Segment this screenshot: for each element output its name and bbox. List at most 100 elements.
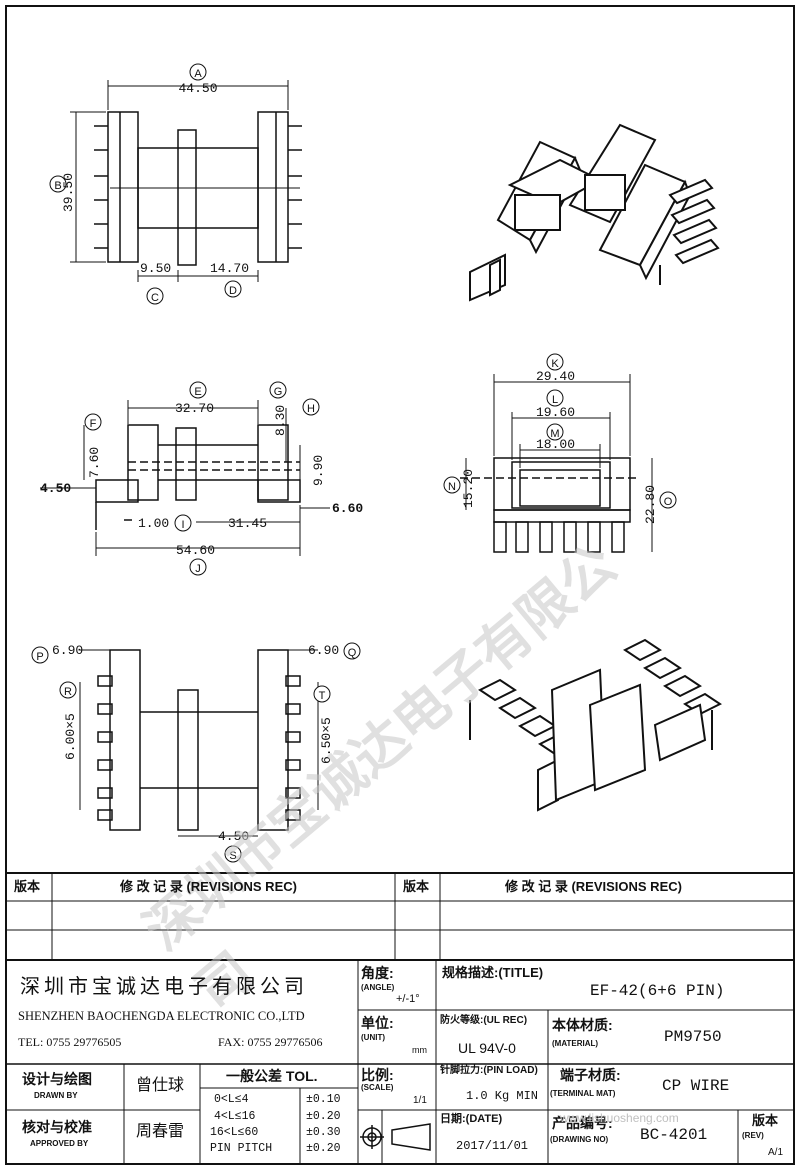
label-p — [31, 646, 49, 664]
spec-value: EF-42(6+6 PIN) — [590, 982, 725, 1000]
dim-label-n: N — [448, 481, 456, 493]
revisions-title-right: 修 改 记 录 (REVISIONS REC) — [505, 879, 682, 894]
approved-by-value: 周春雷 — [136, 1123, 185, 1140]
dim-a-value: 44.50 — [178, 81, 217, 96]
label-a — [189, 63, 207, 81]
bottom-view — [79, 649, 319, 837]
material-value: PM9750 — [664, 1028, 722, 1046]
company-fax: FAX: 0755 29776506 — [218, 1035, 323, 1049]
dim-k-value: 29.40 — [536, 369, 575, 384]
company-name-en: SHENZHEN BAOCHENGDA ELECTRONIC CO.,LTD — [18, 1009, 305, 1023]
dim-e-value: 32.70 — [175, 401, 214, 416]
dim-n-value: 15.20 — [461, 469, 476, 508]
label-m — [546, 423, 564, 441]
dim-label-t: T — [319, 690, 326, 702]
approved-label-cn: 核对与校准 — [22, 1119, 92, 1135]
rev-label-en: (REV) — [742, 1131, 764, 1140]
angle-label-cn: 角度: — [361, 965, 394, 981]
dim-label-o: O — [664, 496, 673, 508]
dim-label-i: I — [181, 519, 184, 531]
projection-symbol — [360, 1123, 431, 1151]
material-label-cn: 本体材质: — [552, 1017, 613, 1033]
drawing-no-value: BC-4201 — [640, 1126, 708, 1144]
dim-label-h: H — [307, 403, 315, 415]
dim-label-p: P — [36, 651, 43, 663]
pin-load-label: 针脚拉力:(PIN LOAD) — [440, 1065, 538, 1076]
pin-load-value: 1.0 Kg MIN — [466, 1089, 539, 1103]
spec-label: 规格描述:(TITLE) — [442, 965, 544, 980]
tolerance-value-3: ±0.20 — [306, 1142, 341, 1155]
dim-label-b: B — [54, 180, 61, 192]
dim-label-l: L — [552, 394, 558, 406]
unit-label-en: (UNIT) — [361, 1033, 385, 1042]
tolerance-title: 一般公差 TOL. — [226, 1068, 318, 1084]
label-c — [146, 287, 164, 305]
dim-label-q: Q — [348, 647, 357, 659]
dim-q-value: 6.90 — [308, 643, 339, 658]
dim-label-c: C — [151, 292, 159, 304]
revisions-version-label-left: 版本 — [14, 879, 41, 894]
label-j — [189, 558, 207, 576]
dim-i-value: 1.00 — [138, 516, 169, 531]
rev-value: A/1 — [768, 1147, 784, 1158]
dim-450-value: 4.50 — [40, 481, 71, 496]
isometric-view-top — [469, 123, 720, 302]
dim-label-m: M — [550, 428, 559, 440]
label-d — [224, 280, 242, 298]
dim-label-d: D — [229, 285, 237, 297]
dim-660-value: 6.60 — [332, 501, 363, 516]
dim-h-value: 9.90 — [311, 455, 326, 486]
company-tel: TEL: 0755 29776505 — [18, 1035, 122, 1049]
dim-f-value: 7.60 — [87, 447, 102, 478]
dim-m-value: 18.00 — [536, 437, 575, 452]
angle-label-en: (ANGLE) — [361, 983, 395, 992]
dim-label-k: K — [551, 358, 559, 370]
terminal-label-cn: 端子材质: — [560, 1067, 621, 1083]
label-e — [189, 381, 207, 399]
tolerance-range-2: 16<L≤60 — [210, 1126, 259, 1139]
dim-label-e: E — [194, 386, 201, 398]
dim-r-value: 6.00×5 — [63, 713, 78, 760]
scale-value: 1/1 — [413, 1095, 427, 1106]
label-l — [546, 389, 564, 407]
label-b — [49, 175, 67, 193]
title-block-grid — [5, 872, 795, 1165]
dim-s-value: 4.50 — [218, 829, 249, 844]
dim-j-value: 54.60 — [176, 543, 215, 558]
ul-value: UL 94V-0 — [458, 1040, 516, 1056]
dim-label-j: J — [195, 563, 201, 575]
date-value: 2017/11/01 — [456, 1139, 529, 1153]
tolerance-range-1: 4<L≤16 — [214, 1110, 256, 1123]
approved-label-en: APPROVED BY — [30, 1139, 89, 1148]
label-t — [313, 685, 331, 703]
material-label-en: (MATERIAL) — [552, 1039, 599, 1048]
label-g — [269, 381, 287, 399]
revisions-title-left: 修 改 记 录 (REVISIONS REC) — [120, 879, 297, 894]
label-q — [343, 642, 361, 660]
dim-l-value: 19.60 — [536, 405, 575, 420]
dim-t-value: 6.50×5 — [319, 717, 334, 764]
drawn-label-cn: 设计与绘图 — [22, 1071, 92, 1087]
dim-jj-value: 31.45 — [228, 516, 267, 531]
unit-value: mm — [412, 1045, 427, 1055]
tolerance-range-0: 0<L≤4 — [214, 1093, 249, 1106]
dim-o-value: 22.80 — [643, 485, 658, 524]
label-k — [546, 353, 564, 371]
angle-value: +/-1° — [396, 993, 420, 1005]
top-view — [70, 80, 302, 282]
label-f — [84, 413, 102, 431]
tolerance-range-3: PIN PITCH — [210, 1142, 273, 1155]
dim-c-value: 9.50 — [140, 261, 171, 276]
dim-label-f: F — [90, 418, 97, 430]
rev-label-cn: 版本 — [752, 1113, 779, 1128]
label-i — [174, 514, 192, 532]
company-name-cn: 深圳市宝诚达电子有限公司 — [20, 976, 308, 998]
dim-d-value: 14.70 — [210, 261, 249, 276]
date-label: 日期:(DATE) — [440, 1113, 503, 1125]
label-r — [59, 681, 77, 699]
dim-p-value: 6.90 — [52, 643, 83, 658]
label-o — [659, 491, 677, 509]
dim-label-r: R — [64, 686, 72, 698]
drawing-no-label-cn: 产品编号: — [552, 1115, 613, 1131]
